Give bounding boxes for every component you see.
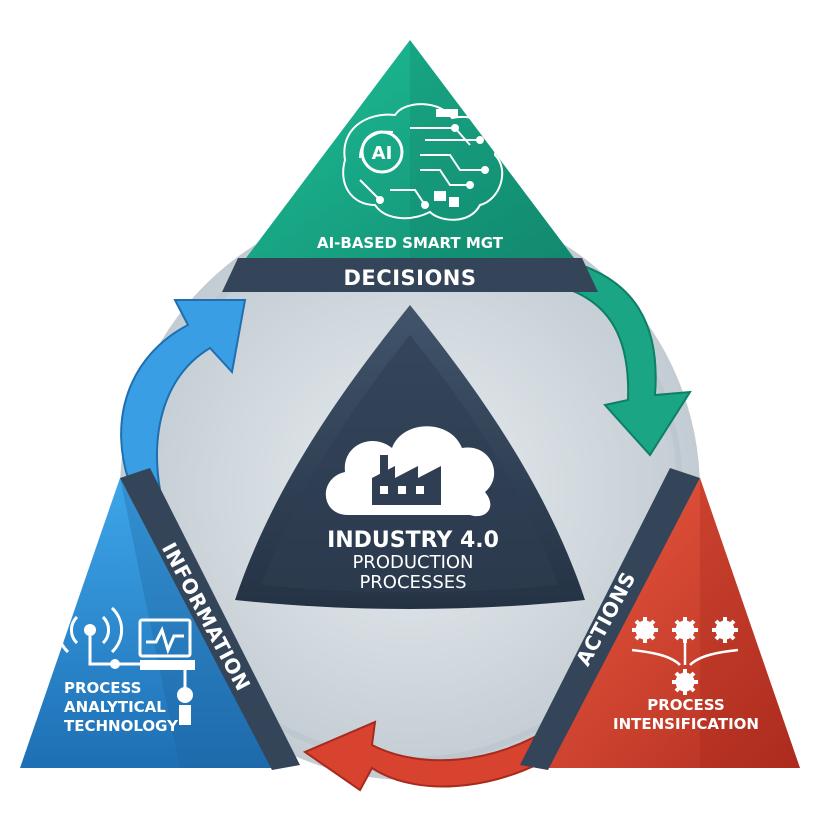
left-caption-line3: TECHNOLOGY <box>64 717 179 735</box>
top-band <box>222 258 598 292</box>
right-segment: ACTIONS PROCESS INTENSIFICATION <box>520 468 800 770</box>
right-band <box>520 468 700 770</box>
left-band <box>120 468 300 770</box>
left-caption-line1: PROCESS <box>64 679 141 697</box>
green-cycle-arrow <box>554 256 692 457</box>
center-line2: PROCESSES <box>359 572 466 593</box>
right-caption-line2: INTENSIFICATION <box>613 715 759 733</box>
top-caption: AI-BASED SMART MGT <box>317 234 504 252</box>
signal-analyzer-icon <box>56 606 195 725</box>
circuit-brain-icon <box>342 103 504 221</box>
gears-icon <box>631 617 739 695</box>
right-triangle <box>548 478 800 768</box>
top-band-label: DECISIONS <box>344 266 477 290</box>
left-caption-line2: ANALYTICAL <box>64 698 166 716</box>
center-line1: PRODUCTION <box>352 552 473 573</box>
center-title: INDUSTRY 4.0 <box>327 528 499 553</box>
red-cycle-arrow <box>302 720 577 792</box>
ai-icon-label: AI <box>372 143 393 164</box>
ai-chip-icon <box>360 130 404 174</box>
cloud-factory-icon <box>325 426 495 517</box>
center-segment: INDUSTRY 4.0 PRODUCTION PROCESSES <box>235 305 585 609</box>
left-triangle <box>20 478 272 768</box>
blue-cycle-arrow <box>120 299 247 491</box>
right-caption-line1: PROCESS <box>647 696 724 714</box>
top-segment: DECISIONS AI-BASED SMART MGT AI <box>222 40 598 292</box>
right-triangle-shade <box>700 478 800 768</box>
top-triangle <box>243 40 577 262</box>
top-triangle-shade <box>410 40 577 262</box>
cycle-arrows <box>120 256 692 792</box>
